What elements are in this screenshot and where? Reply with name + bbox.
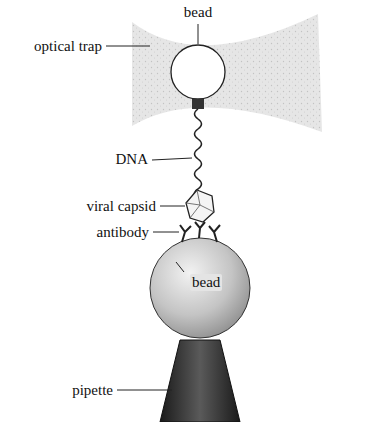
bottom-bead: [150, 238, 250, 338]
optical-trap-beam: [132, 14, 322, 132]
part-label: bead: [190, 274, 222, 291]
part-label: optical trap: [34, 38, 102, 55]
dna-strand: [194, 109, 201, 197]
part-label: DNA: [116, 151, 149, 168]
part-label: antibody: [97, 224, 150, 241]
viral-capsid: [186, 190, 214, 222]
dna-attachment: [192, 99, 204, 109]
antibody-symbols: [180, 222, 220, 242]
pipette: [160, 340, 240, 422]
part-label: viral capsid: [86, 198, 156, 215]
top-bead: [171, 45, 225, 99]
part-label: bead: [184, 4, 212, 21]
part-label: pipette: [72, 382, 113, 399]
